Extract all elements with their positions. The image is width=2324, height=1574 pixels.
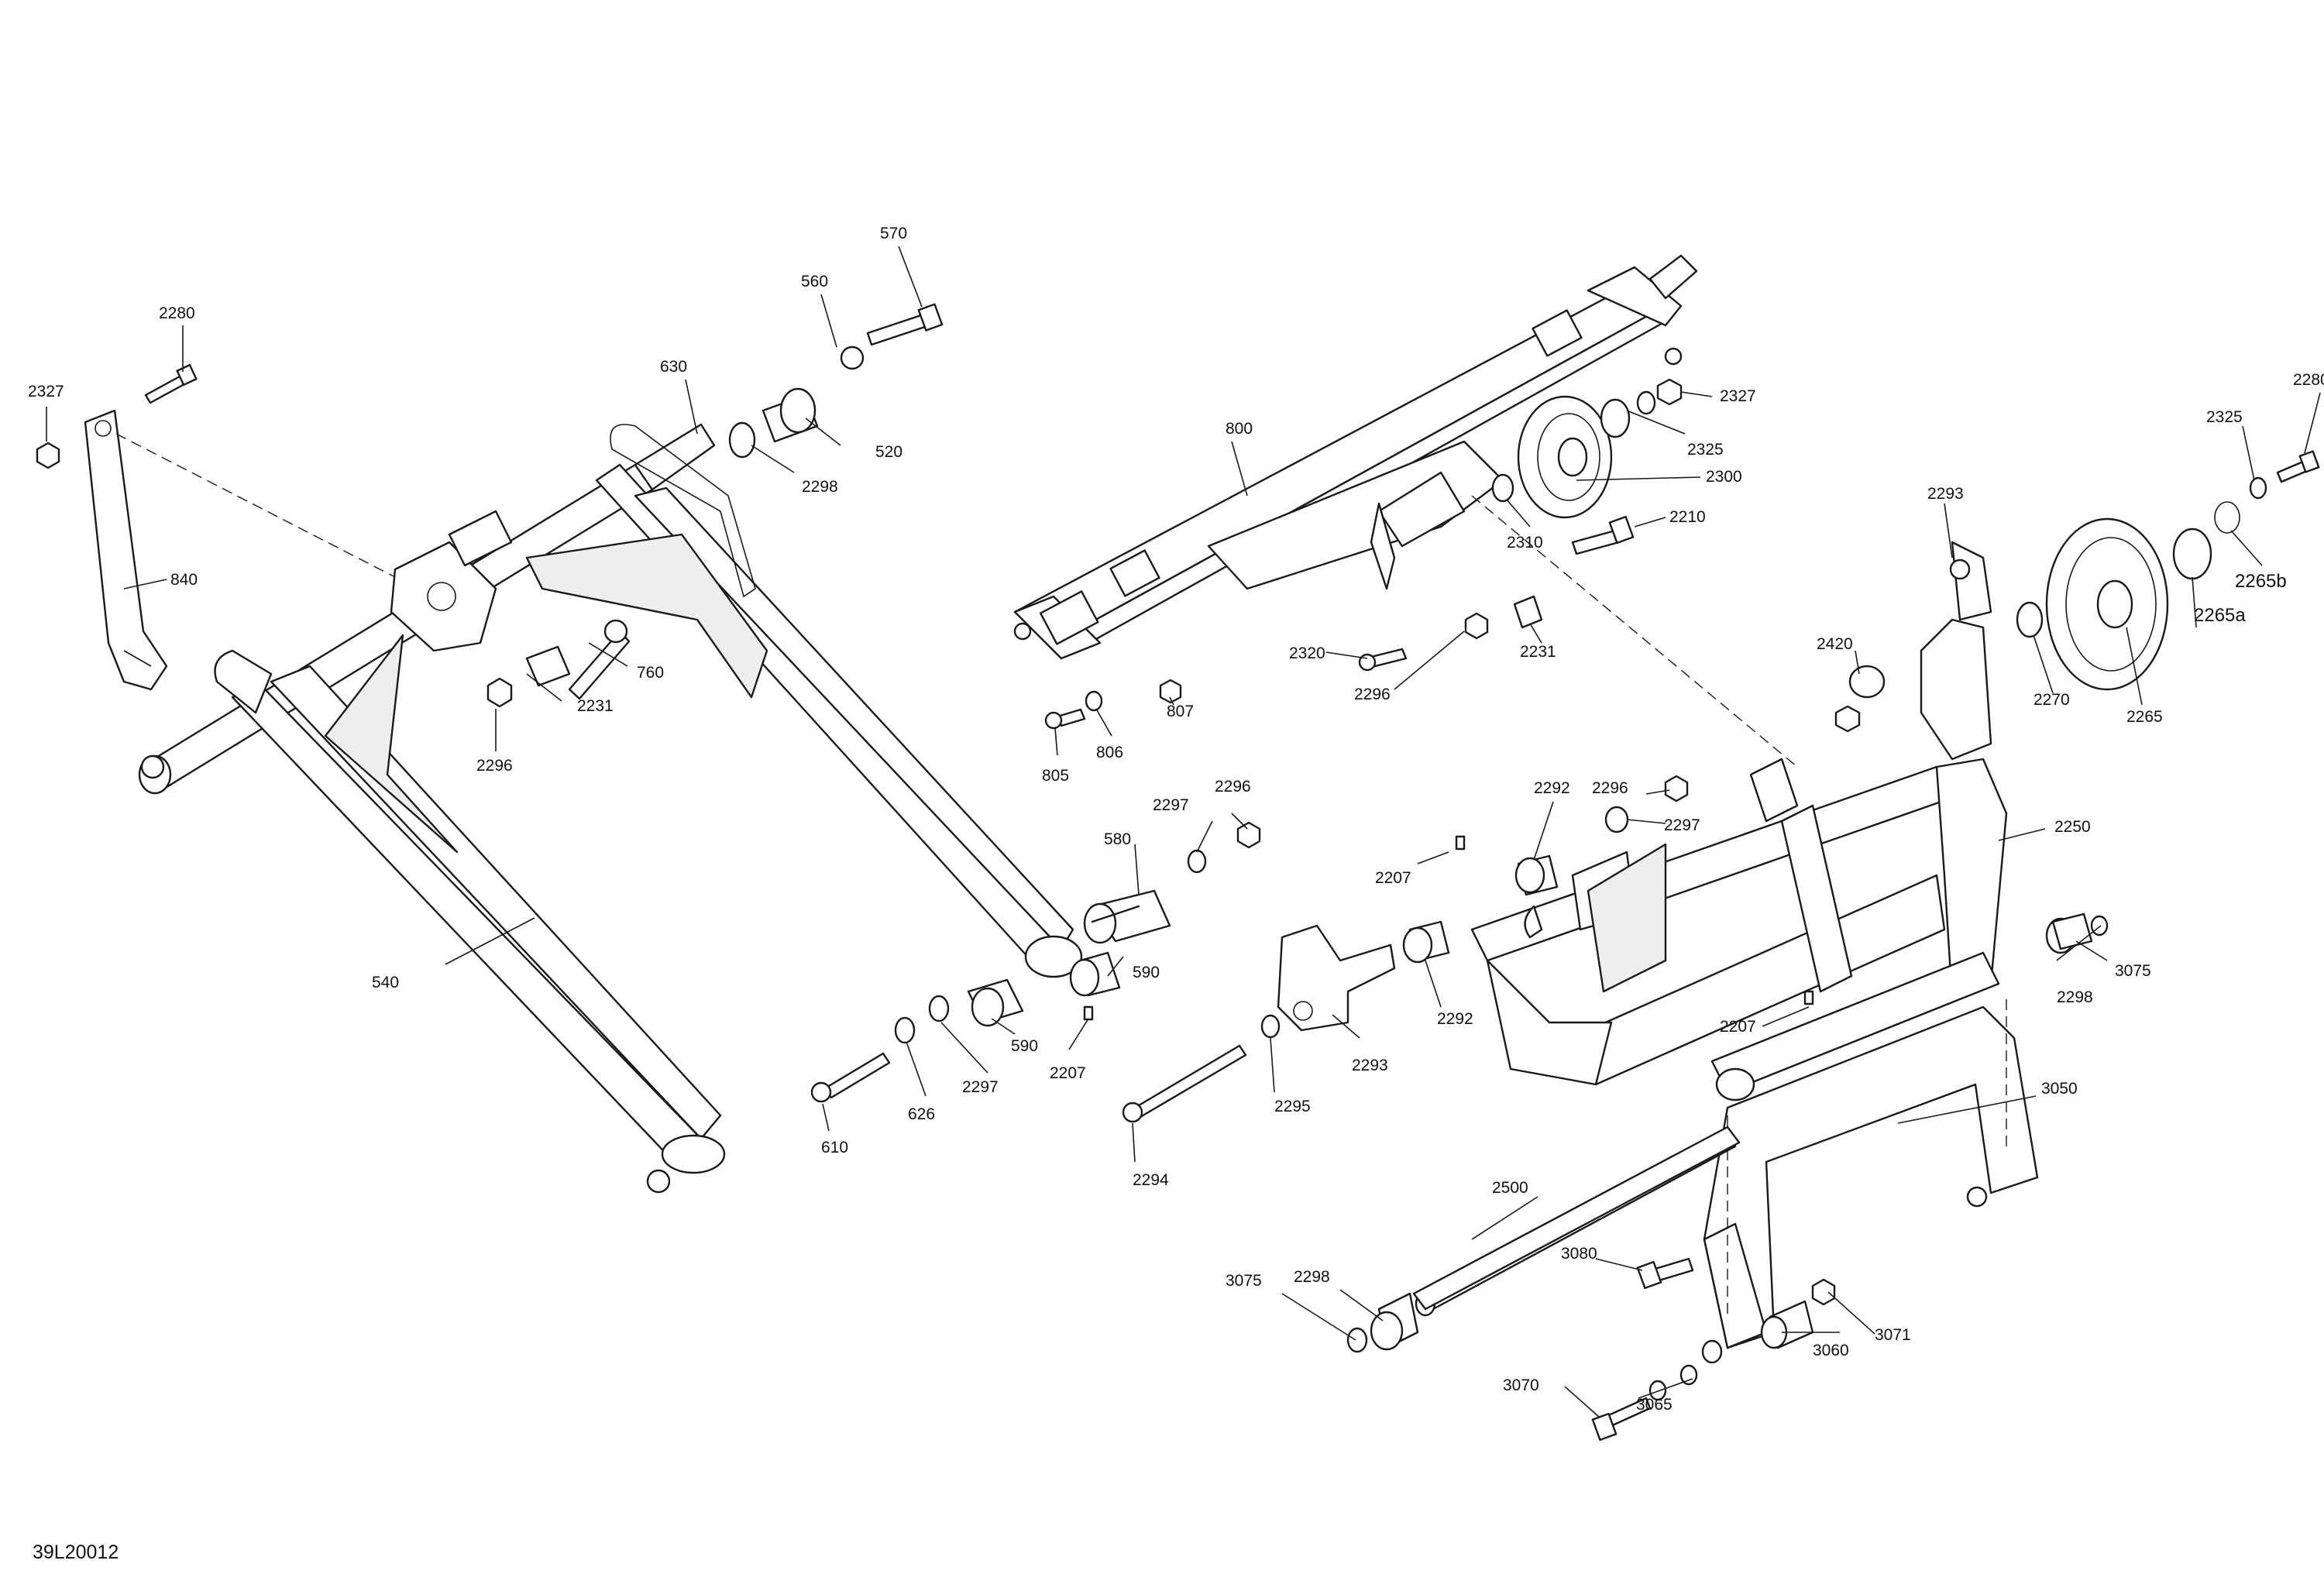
callout-2298-top: 2298 [802, 478, 838, 496]
callout-2298-low: 2298 [1294, 1268, 1330, 1286]
callout-2297-mid: 2297 [1153, 796, 1189, 814]
callout-2292-top: 2292 [1534, 779, 1570, 797]
pulley-2300 [1491, 378, 1683, 519]
front-arm-assembly [138, 423, 1083, 1194]
callout-2325-right: 2325 [2206, 408, 2243, 426]
bushings-middle [810, 775, 1814, 1103]
callout-630: 630 [660, 358, 687, 376]
callout-2210: 2210 [1669, 508, 1706, 526]
callout-805: 805 [1042, 767, 1069, 785]
callout-3075-low: 3075 [1226, 1272, 1262, 1290]
callout-800: 800 [1226, 420, 1253, 438]
drawing-id: 39L20012 [33, 1541, 119, 1563]
center-lines [115, 433, 2007, 1317]
callout-2231-left: 2231 [577, 697, 614, 715]
callout-590-b: 590 [1011, 1037, 1038, 1055]
bolt-2210 [1044, 515, 1635, 730]
callout-570: 570 [880, 225, 907, 242]
callout-2207-top: 2207 [1375, 869, 1411, 887]
callout-806: 806 [1096, 744, 1123, 761]
callout-560: 560 [801, 273, 828, 290]
callout-590-a: 590 [1133, 964, 1160, 981]
callout-610: 610 [821, 1139, 848, 1156]
callout-807: 807 [1167, 703, 1194, 720]
callout-2207-right: 2207 [1720, 1018, 1756, 1036]
callout-3050: 3050 [2041, 1080, 2078, 1098]
callout-2280-right: 2280 [2293, 371, 2324, 389]
bracket-2293-top [1834, 541, 1992, 761]
callout-2270: 2270 [2033, 691, 2070, 709]
callout-2298-right: 2298 [2057, 988, 2093, 1006]
callout-2296-left: 2296 [476, 757, 513, 775]
callout-2250: 2250 [2054, 818, 2091, 836]
callout-2325-top: 2325 [1687, 441, 1724, 459]
callout-2297-right: 2297 [1664, 816, 1700, 834]
callout-3071: 3071 [1875, 1326, 1911, 1344]
callout-2300: 2300 [1706, 468, 1742, 486]
arm-840 [84, 409, 168, 691]
callout-2265a: 2265a [2194, 605, 2246, 626]
callout-2320: 2320 [1289, 644, 1325, 662]
callout-3075-right: 3075 [2115, 962, 2151, 980]
callout-840: 840 [170, 571, 198, 589]
callout-2310: 2310 [1507, 534, 1543, 552]
callout-2420: 2420 [1817, 635, 1853, 653]
callout-760: 760 [637, 664, 664, 682]
callout-2294: 2294 [1133, 1171, 1169, 1189]
callout-3065: 3065 [1636, 1396, 1673, 1414]
callout-2265: 2265 [2126, 708, 2163, 726]
callout-2293-top: 2293 [1927, 485, 1964, 503]
callout-2327-left: 2327 [28, 383, 64, 400]
callout-2296-mid: 2296 [1354, 686, 1391, 703]
callout-2293-low: 2293 [1352, 1057, 1388, 1074]
callout-2297-low: 2297 [962, 1078, 999, 1096]
callout-2207-left: 2207 [1050, 1064, 1086, 1082]
bracket-2293-low [1122, 924, 1396, 1123]
callout-540: 540 [372, 974, 399, 991]
rear-arm-frame-2250 [1470, 758, 2008, 1101]
callout-2292-low: 2292 [1437, 1010, 1473, 1028]
callout-2296-right: 2296 [1592, 779, 1628, 797]
leader-lines [46, 246, 2321, 1418]
callout-2280-left: 2280 [159, 304, 195, 322]
callout-2296-mid2: 2296 [1215, 778, 1251, 796]
callout-3070: 3070 [1503, 1376, 1539, 1394]
callout-2327-right: 2327 [1720, 387, 1756, 405]
left-hardware [36, 303, 944, 708]
crossmember-800 [1013, 254, 1698, 660]
callout-2265b: 2265b [2235, 571, 2287, 592]
callout-580: 580 [1104, 830, 1131, 848]
rods [1412, 1126, 1741, 1311]
pulley-2265 [2016, 450, 2320, 691]
callout-3060: 3060 [1813, 1342, 1849, 1359]
callout-2500: 2500 [1492, 1179, 1528, 1197]
callout-2295: 2295 [1274, 1098, 1311, 1115]
callout-626: 626 [908, 1105, 935, 1123]
callout-520: 520 [875, 443, 902, 461]
callout-2231-mid: 2231 [1520, 643, 1556, 661]
callout-labels: 570 560 520 630 2298 2280 2327 840 760 2… [28, 225, 2324, 1414]
callout-3080: 3080 [1561, 1245, 1597, 1263]
